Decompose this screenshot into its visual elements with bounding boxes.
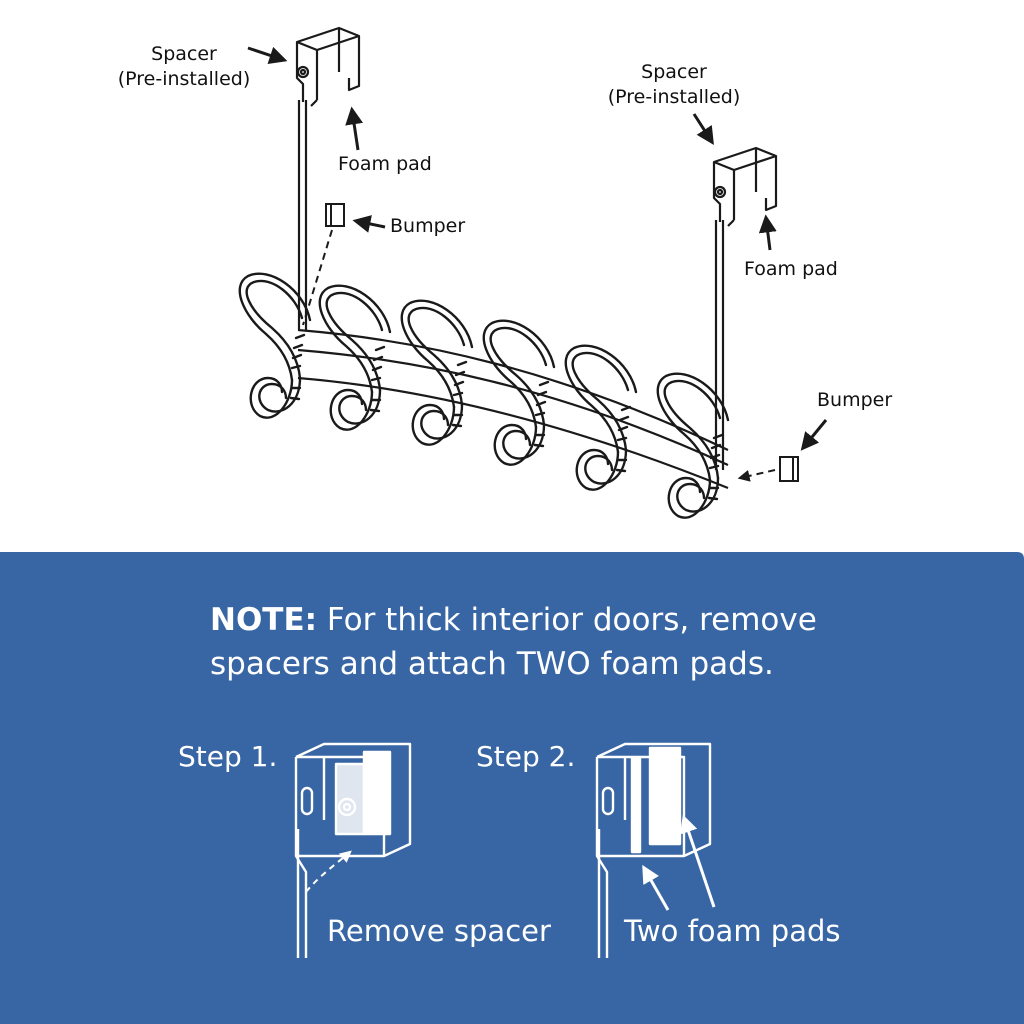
spacer-right-label-line2: (Pre-installed): [607, 86, 741, 108]
note-line1-text: For thick interior doors, remove: [317, 602, 817, 638]
note-line1: NOTE: For thick interior doors, remove: [210, 598, 817, 642]
lower-rail: [297, 376, 729, 490]
upper-rail: [297, 328, 729, 451]
over-door-hook-rack-diagram: [238, 26, 828, 519]
hook-3: [400, 299, 474, 446]
note-heading: NOTE:: [210, 602, 318, 638]
left-hanger-strap: [297, 100, 308, 330]
hook-6: [656, 372, 730, 519]
note-panel: [0, 552, 1024, 1024]
bumper-left-label: Bumper: [390, 215, 466, 237]
spacer-right-label: Spacer (Pre-installed): [604, 60, 744, 110]
foam-pad-left-label: Foam pad: [338, 153, 432, 175]
spacer-right-label-line1: Spacer: [641, 61, 707, 83]
note-line2: spacers and attach TWO foam pads.: [210, 646, 774, 682]
step2-label: Step 2.: [476, 740, 576, 773]
left-bumper: [302, 203, 345, 326]
upper-rail-inner: [297, 348, 729, 467]
spacer-left-label-line1: Spacer: [151, 43, 217, 65]
foam-pad-right-label: Foam pad: [744, 258, 838, 280]
step2-pad-arrows: [642, 814, 716, 911]
spacer-left-label: Spacer (Pre-installed): [116, 42, 252, 92]
spacer-left-label-line2: (Pre-installed): [117, 68, 251, 90]
step2-bracket-illustration: [595, 742, 712, 958]
right-door-bracket: [712, 146, 778, 228]
step2-caption: Two foam pads: [624, 914, 841, 948]
step1-remove-arrow: [305, 850, 352, 893]
right-bumper: [737, 456, 799, 482]
hook-4: [482, 319, 556, 466]
label-arrows: [247, 46, 828, 451]
hook-2: [318, 284, 392, 431]
right-hanger-strap: [714, 220, 725, 470]
step1-label: Step 1.: [178, 740, 278, 773]
left-door-bracket: [295, 26, 361, 108]
bumper-right-label: Bumper: [817, 389, 893, 411]
step1-caption: Remove spacer: [327, 914, 551, 948]
hook-5: [564, 344, 638, 491]
note-text: NOTE: For thick interior doors, remove s…: [210, 598, 817, 686]
hook-1: [238, 272, 312, 419]
